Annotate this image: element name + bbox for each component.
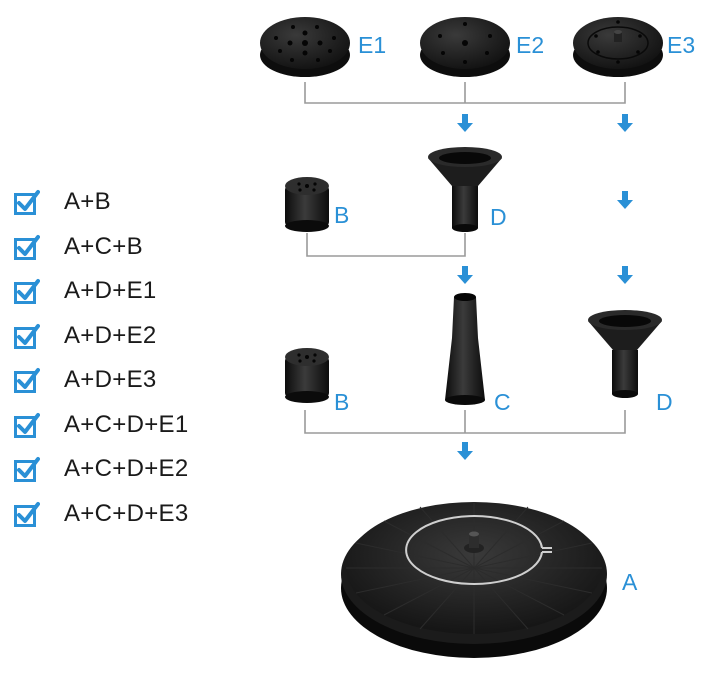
checked-box-icon bbox=[14, 323, 40, 349]
checked-box-icon bbox=[14, 412, 40, 438]
combination-item: A+C+D+E3 bbox=[14, 492, 244, 537]
label-a: A bbox=[622, 569, 638, 595]
label-d-top: D bbox=[490, 204, 507, 230]
combination-item: A+B bbox=[14, 180, 244, 225]
checked-box-icon bbox=[14, 456, 40, 483]
checked-box-icon bbox=[14, 501, 40, 527]
checked-box-icon bbox=[14, 189, 40, 216]
part-d-top-image bbox=[428, 147, 502, 232]
nozzle-e1-image bbox=[260, 17, 350, 77]
connector-lines bbox=[304, 82, 626, 434]
combination-label: A+D+E3 bbox=[64, 366, 157, 394]
checked-box-icon bbox=[14, 367, 40, 394]
down-arrow-icon bbox=[617, 114, 633, 132]
nozzle-e3-image bbox=[573, 17, 663, 77]
checked-box-icon bbox=[14, 234, 40, 260]
down-arrow-icon bbox=[457, 114, 473, 132]
label-c: C bbox=[494, 389, 511, 415]
combination-label: A+C+D+E2 bbox=[64, 455, 189, 483]
combination-label: A+C+D+E3 bbox=[64, 499, 189, 527]
part-b-bottom-image bbox=[285, 348, 329, 403]
label-b-top: B bbox=[334, 202, 349, 228]
combination-item: A+D+E1 bbox=[14, 269, 244, 314]
label-d-bottom: D bbox=[656, 389, 673, 415]
part-c-image bbox=[445, 293, 485, 405]
label-b-bottom: B bbox=[334, 389, 349, 415]
combination-label: A+B bbox=[64, 188, 111, 216]
combination-item: A+D+E3 bbox=[14, 358, 244, 403]
part-d-bottom-image bbox=[588, 310, 662, 398]
label-e3: E3 bbox=[667, 32, 695, 58]
combination-label: A+C+B bbox=[64, 232, 143, 260]
label-e1: E1 bbox=[358, 32, 386, 58]
combination-item: A+D+E2 bbox=[14, 314, 244, 359]
checked-box-icon bbox=[14, 278, 40, 305]
label-e2: E2 bbox=[516, 32, 544, 58]
down-arrow-icon bbox=[617, 191, 633, 209]
nozzle-e2-image bbox=[420, 17, 510, 77]
solar-panel-a-image bbox=[341, 502, 607, 658]
down-arrow-icon bbox=[457, 266, 473, 284]
part-b-top-image bbox=[285, 177, 329, 232]
combination-label: A+D+E1 bbox=[64, 277, 157, 305]
combination-item: A+C+D+E1 bbox=[14, 403, 244, 448]
arrow-icons bbox=[457, 114, 633, 460]
combination-label: A+D+E2 bbox=[64, 321, 157, 349]
combination-label: A+C+D+E1 bbox=[64, 410, 189, 438]
combination-item: A+C+B bbox=[14, 225, 244, 270]
combination-item: A+C+D+E2 bbox=[14, 447, 244, 492]
down-arrow-icon bbox=[457, 442, 473, 460]
down-arrow-icon bbox=[617, 266, 633, 284]
